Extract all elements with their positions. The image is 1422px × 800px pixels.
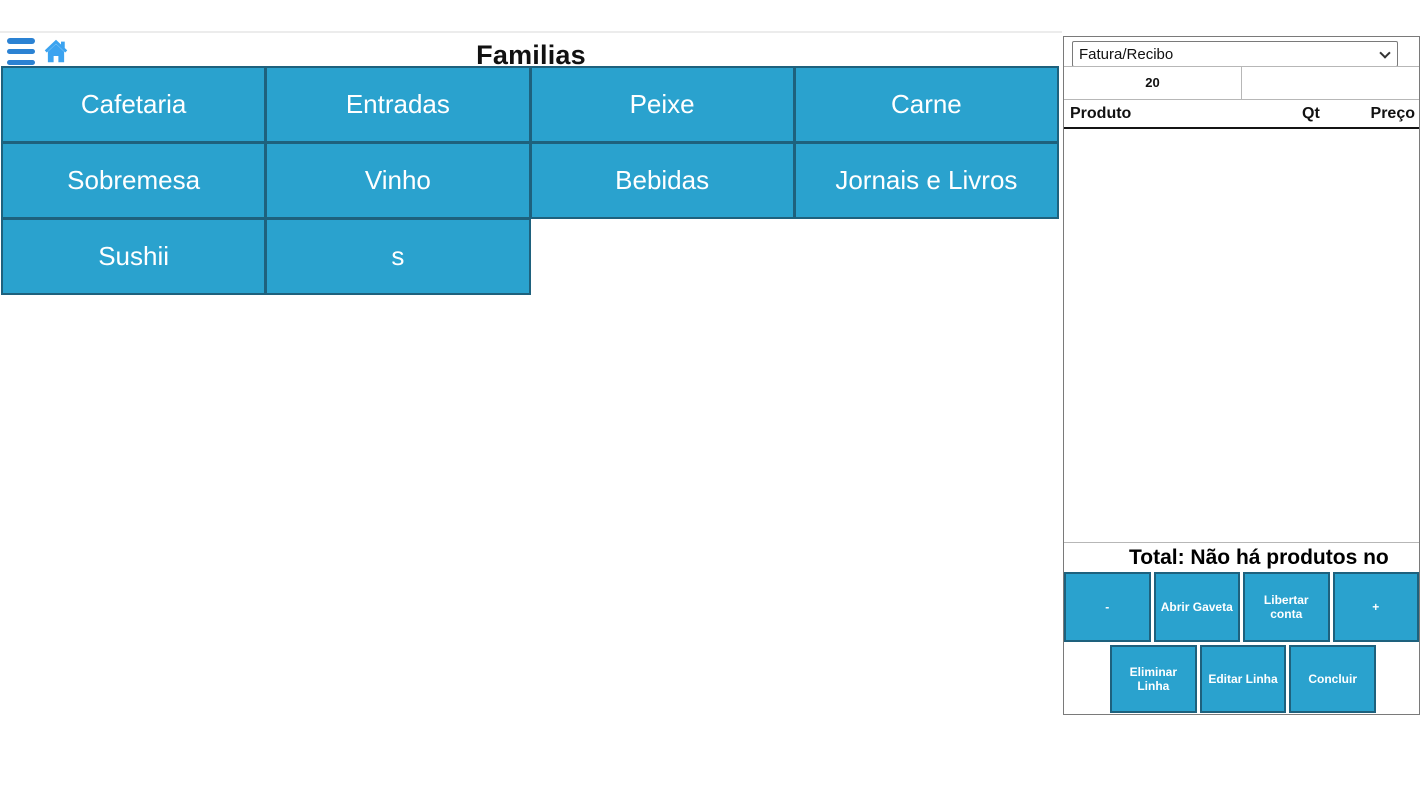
- libertar-conta-button[interactable]: Libertar conta: [1243, 572, 1330, 642]
- home-icon[interactable]: [41, 36, 71, 66]
- family-button-sobremesa[interactable]: Sobremesa: [1, 142, 267, 219]
- hamburger-menu-icon[interactable]: [7, 38, 37, 65]
- actions-row-secondary: Eliminar Linha Editar Linha Concluir: [1110, 645, 1377, 713]
- receipt-panel: Fatura/Recibo 20 Produto Qt Preço Total:…: [1063, 36, 1420, 715]
- document-type-select-wrap: Fatura/Recibo: [1072, 41, 1398, 67]
- column-header-qt: Qt: [1302, 105, 1320, 122]
- family-button-entradas[interactable]: Entradas: [265, 66, 531, 143]
- family-button-bebidas[interactable]: Bebidas: [529, 142, 795, 219]
- family-button-peixe[interactable]: Peixe: [529, 66, 795, 143]
- top-divider: [0, 31, 1062, 33]
- actions-row-primary: - Abrir Gaveta Libertar conta +: [1064, 572, 1419, 642]
- page-title: Familias: [476, 40, 586, 70]
- family-button-vinho[interactable]: Vinho: [265, 142, 531, 219]
- receipt-lines-area: [1064, 131, 1419, 542]
- column-header-preco: Preço: [1370, 105, 1415, 122]
- increment-button[interactable]: +: [1332, 572, 1419, 642]
- total-label: Total: Não há produtos no: [1064, 542, 1419, 572]
- family-button-carne[interactable]: Carne: [793, 66, 1059, 143]
- receipt-table-header: Produto Qt Preço: [1064, 100, 1419, 129]
- family-button-sushii[interactable]: Sushii: [1, 218, 267, 295]
- editar-linha-button[interactable]: Editar Linha: [1199, 645, 1287, 713]
- family-grid: Cafetaria Entradas Peixe Carne Sobremesa…: [1, 66, 1059, 295]
- eliminar-linha-button[interactable]: Eliminar Linha: [1110, 645, 1197, 713]
- family-button-cafetaria[interactable]: Cafetaria: [1, 66, 267, 143]
- hamburger-bar: [7, 59, 35, 65]
- column-header-produto: Produto: [1070, 105, 1132, 122]
- hamburger-bar: [7, 48, 35, 55]
- account-number-cell[interactable]: 20: [1064, 67, 1242, 99]
- abrir-gaveta-button[interactable]: Abrir Gaveta: [1153, 572, 1240, 642]
- decrement-button[interactable]: -: [1064, 572, 1151, 642]
- document-type-select[interactable]: Fatura/Recibo: [1072, 41, 1398, 67]
- family-button-s[interactable]: s: [265, 218, 531, 295]
- concluir-button[interactable]: Concluir: [1289, 645, 1377, 713]
- account-row: 20: [1064, 66, 1419, 100]
- family-button-jornais-e-livros[interactable]: Jornais e Livros: [793, 142, 1059, 219]
- hamburger-bar: [7, 38, 35, 44]
